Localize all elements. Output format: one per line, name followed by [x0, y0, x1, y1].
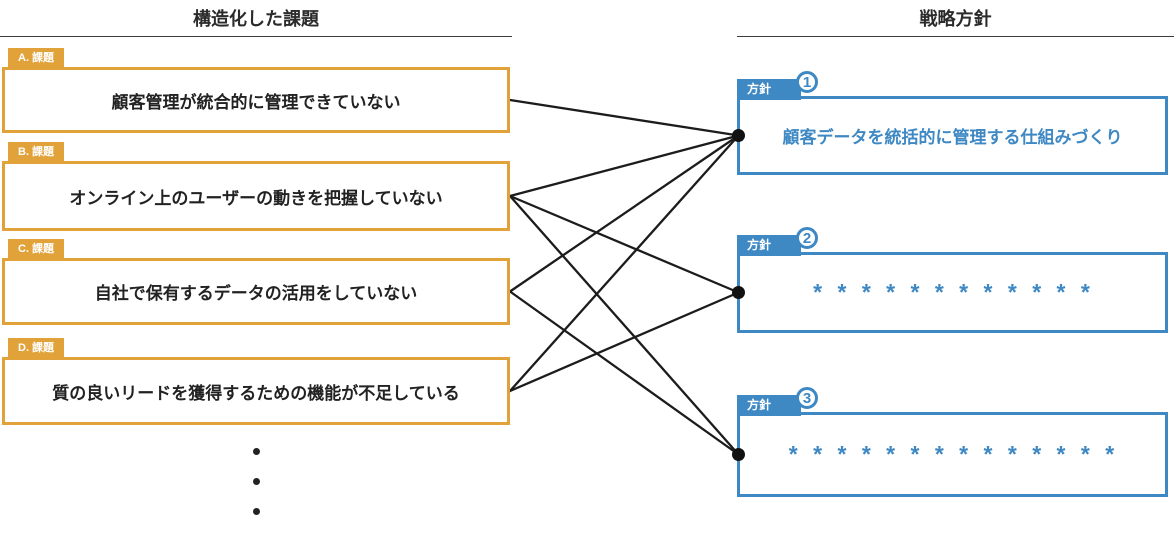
- issue-text: 自社で保有するデータの活用をしていない: [94, 284, 418, 303]
- issue-tag: B. 課題: [8, 142, 65, 162]
- policy-number-badge: 2: [796, 227, 818, 249]
- issue-text: 顧客管理が統合的に管理できていない: [111, 92, 401, 112]
- policy-text: * * * * * * * * * * * * * *: [788, 441, 1117, 467]
- issue-tag: C. 課題: [8, 239, 65, 259]
- policy-text: * * * * * * * * * * * *: [813, 279, 1092, 305]
- issue-box: A. 課題 顧客管理が統合的に管理できていない: [2, 48, 510, 133]
- issue-box: C. 課題 自社で保有するデータの活用をしていない: [2, 239, 510, 325]
- policy-number-badge: 1: [796, 71, 818, 93]
- connector-dot: [732, 286, 745, 299]
- ellipsis-dot: [253, 478, 260, 485]
- connector-dot: [732, 129, 745, 142]
- vertical-ellipsis: [253, 448, 260, 515]
- policies-column-title: 戦略方針: [737, 0, 1174, 37]
- issue-tag: A. 課題: [8, 48, 65, 68]
- policy-text: 顧客データを統括的に管理する仕組みづくり: [782, 128, 1123, 147]
- policy-number-badge: 3: [796, 387, 818, 409]
- issue-box: D. 課題 質の良いリードを獲得するための機能が不足している: [2, 338, 510, 425]
- issues-column-title: 構造化した課題: [0, 0, 512, 37]
- ellipsis-dot: [253, 508, 260, 515]
- issue-tag: D. 課題: [8, 338, 65, 358]
- issue-text: 質の良いリードを獲得するための機能が不足している: [52, 383, 460, 403]
- connector-dot: [732, 448, 745, 461]
- issue-text: オンライン上のユーザーの動きを把握していない: [69, 188, 443, 208]
- ellipsis-dot: [253, 448, 260, 455]
- issue-box: B. 課題 オンライン上のユーザーの動きを把握していない: [2, 142, 510, 231]
